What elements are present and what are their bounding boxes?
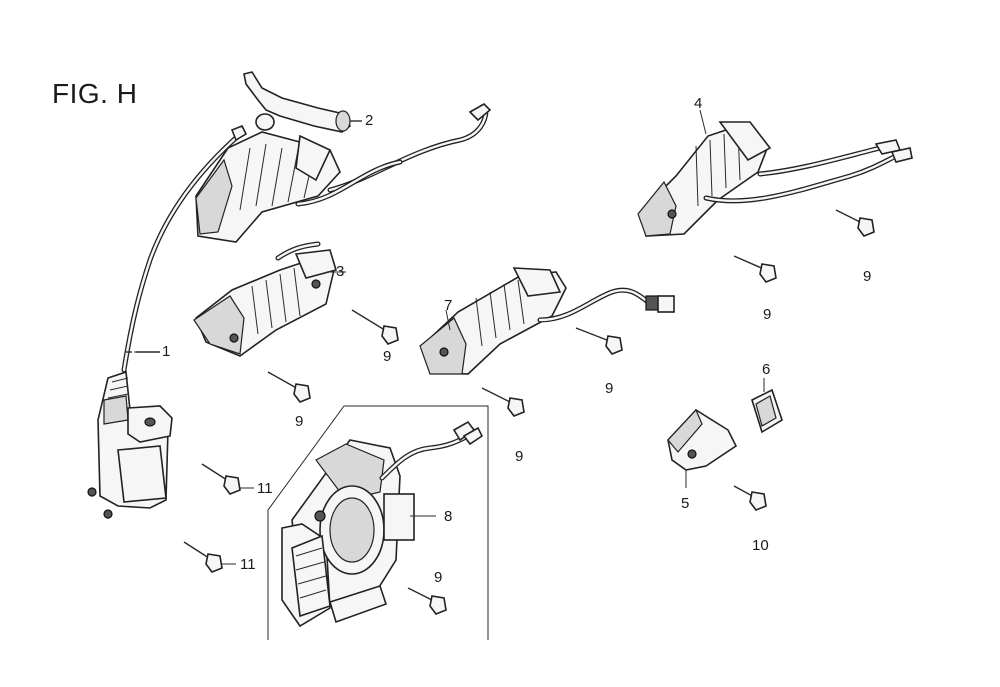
- ignition-coil: [87, 124, 248, 519]
- wire-clip: [751, 388, 783, 434]
- callout-9-charge-coil-below: 9: [295, 413, 304, 430]
- callout-10: 10: [752, 537, 769, 554]
- spark-plug-cap: [243, 71, 362, 133]
- stator-coil: [267, 405, 489, 640]
- callout-9-pulser-right: 9: [605, 380, 614, 397]
- bolts: [183, 209, 875, 615]
- callout-3: 3: [336, 263, 345, 280]
- exciter-coil: [195, 103, 492, 243]
- callout-9-pulser-below: 9: [515, 448, 524, 465]
- callout-9-charge-coil-right: 9: [383, 348, 392, 365]
- callout-9-lighting-left: 9: [763, 306, 772, 323]
- callout-6: 6: [762, 361, 771, 378]
- figure-title: FIG. H: [52, 78, 138, 109]
- callout-9-stator: 9: [434, 569, 443, 586]
- callout-4: 4: [694, 95, 703, 112]
- charge-coil: [193, 241, 338, 357]
- callout-9-lighting-right: 9: [863, 268, 872, 285]
- callout-8: 8: [444, 508, 453, 525]
- leader-lines: [134, 109, 765, 565]
- lighting-coil: [637, 121, 913, 237]
- callout-11-lower: 11: [240, 556, 256, 573]
- callout-1: 1: [162, 343, 171, 360]
- callout-7: 7: [444, 297, 453, 314]
- pulser-coil: [419, 267, 675, 375]
- callout-5: 5: [681, 495, 690, 512]
- bracket: [667, 408, 738, 471]
- callout-2: 2: [365, 112, 374, 129]
- callout-11-upper: 11: [257, 480, 273, 497]
